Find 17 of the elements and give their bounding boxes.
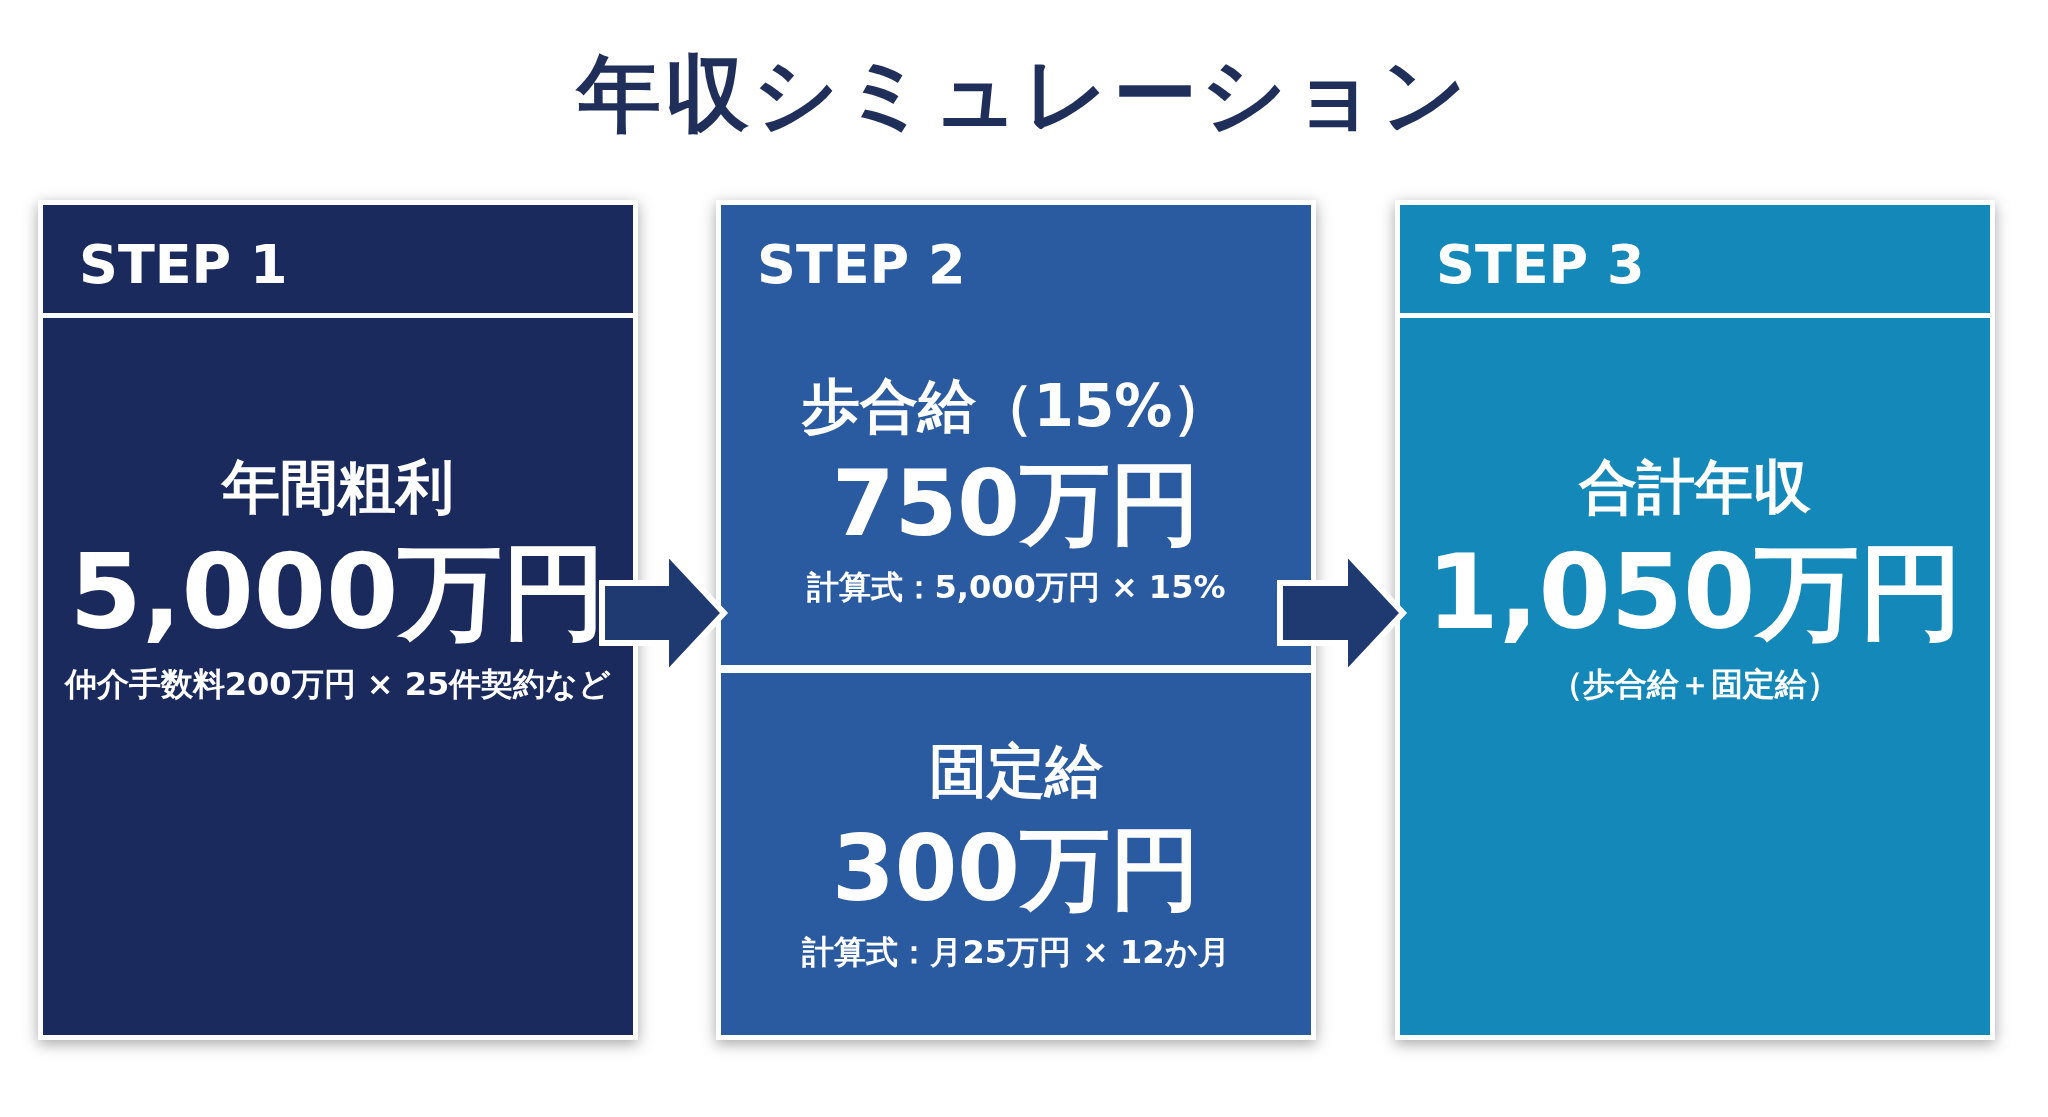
sub-panel (721, 313, 1311, 665)
sub-panel (721, 665, 1311, 1035)
section-title: 固定給 (929, 736, 1103, 808)
formula-note: （歩合給＋固定給） (1551, 663, 1839, 705)
step-heading: STEP 3 (1400, 205, 1990, 318)
formula-note: 計算式：5,000万円 × 15% (806, 566, 1226, 608)
amount-value: 300万円 (832, 817, 1200, 921)
formula-note: 仲介手数料200万円 × 25件契約など (64, 663, 612, 705)
amount-value: 750万円 (832, 452, 1200, 556)
amount-value: 1,050万円 (1426, 533, 1964, 653)
step-heading: STEP 1 (43, 205, 633, 318)
section-title: 年間粗利 (222, 452, 454, 524)
amount-value: 5,000万円 (69, 533, 607, 653)
section-title: 歩合給（15%） (801, 371, 1231, 443)
page-title: 年収シミュレーション (574, 44, 1472, 145)
formula-note: 計算式：月25万円 × 12か月 (802, 931, 1230, 973)
section-title: 合計年収 (1579, 452, 1811, 524)
